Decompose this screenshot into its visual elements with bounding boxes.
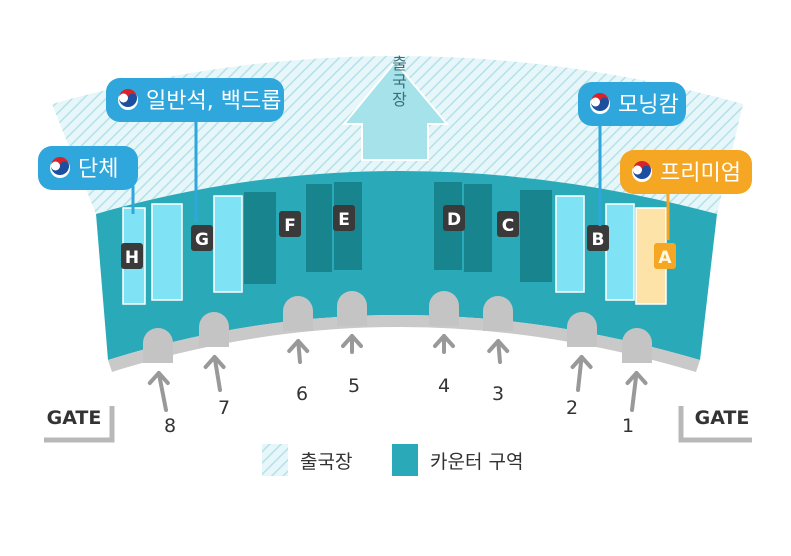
legend-swatch-departure <box>262 444 288 476</box>
callout-label: 단체 <box>78 157 118 182</box>
zone-tag-label: A <box>658 248 672 268</box>
counter-desk <box>464 184 492 272</box>
zone-tag-a: A <box>654 243 676 269</box>
gate-bump <box>337 291 367 326</box>
zone-tag-label: C <box>502 216 514 236</box>
zone-tag-label: D <box>447 210 461 230</box>
gate-number: 5 <box>348 375 360 397</box>
gate-arrow-icon <box>203 355 226 392</box>
gate-arrow-group: 8 7 6 5 4 3 2 1 <box>147 334 648 437</box>
counter-desk <box>555 195 585 293</box>
callout-a: 프리미엄 <box>620 150 752 240</box>
callout-label: 일반석, 백드롭 <box>146 89 281 114</box>
zone-tag-label: E <box>338 210 350 230</box>
gate-bump <box>429 291 459 326</box>
callout-h: 단체 <box>38 146 138 214</box>
gate-arrow-icon <box>625 371 648 412</box>
zone-tag-g: G <box>191 225 213 251</box>
gate-bump <box>283 296 313 331</box>
gate-arrow-icon <box>341 334 363 354</box>
zone-tag-h: H <box>121 243 143 269</box>
counter-desk <box>151 203 183 301</box>
korean-air-taeguk-icon <box>118 89 138 110</box>
gate-arrow-icon <box>487 339 510 364</box>
zone-tag-label: G <box>195 230 209 250</box>
zone-tag-e: E <box>333 205 355 231</box>
gate-bump <box>199 312 229 347</box>
gate-arrow-icon <box>570 355 593 392</box>
zone-tag-group: H G F E D C B A <box>121 205 676 269</box>
zone-tag-label: B <box>592 230 605 250</box>
zone-tag-c: C <box>497 211 519 237</box>
legend: 출국장 카운터 구역 <box>262 444 523 476</box>
legend-label-departure: 출국장 <box>300 451 352 473</box>
counter-desk <box>213 195 243 293</box>
gate-number: 3 <box>492 383 504 405</box>
gate-number: 4 <box>438 375 450 397</box>
callout-label: 모닝캄 <box>618 93 679 118</box>
gate-arrow-icon <box>433 334 455 354</box>
zone-tag-d: D <box>443 205 465 231</box>
gate-arrow-icon <box>287 339 310 364</box>
gate-number: 7 <box>218 397 230 419</box>
legend-swatch-counter <box>392 444 418 476</box>
zone-tag-b: B <box>587 225 609 251</box>
zone-tag-label: F <box>284 216 296 236</box>
gate-bump <box>483 296 513 331</box>
korean-air-taeguk-icon <box>590 93 610 114</box>
counter-desk <box>244 192 276 284</box>
counter-desk <box>306 184 332 272</box>
departure-hall-arrow <box>341 60 450 161</box>
korean-air-taeguk-icon <box>50 157 70 178</box>
gate-number: 8 <box>164 415 176 437</box>
zone-tag-f: F <box>279 211 301 237</box>
counter-desk <box>605 203 635 301</box>
callout-label: 프리미엄 <box>660 161 741 186</box>
gate-marker-left-label: GATE <box>47 407 102 429</box>
departure-hall-label: 출국장 <box>389 55 408 109</box>
counter-zone-base <box>108 315 700 372</box>
gate-bump <box>622 328 652 363</box>
korean-air-taeguk-icon <box>632 161 652 182</box>
legend-label-counter: 카운터 구역 <box>430 451 523 473</box>
gate-bump <box>143 328 173 363</box>
gate-marker-right: GATE <box>678 406 752 443</box>
gate-bump-group <box>143 291 652 363</box>
gate-number: 1 <box>622 415 634 437</box>
gate-arrow-icon <box>147 371 170 412</box>
gate-number: 2 <box>566 397 578 419</box>
zone-tag-label: H <box>125 248 139 268</box>
callout-b: 모닝캄 <box>578 82 686 226</box>
gate-bump <box>567 312 597 347</box>
callout-g: 일반석, 백드롭 <box>106 78 284 222</box>
gate-number: 6 <box>296 383 308 405</box>
gate-marker-right-label: GATE <box>695 407 750 429</box>
counter-desk <box>520 190 552 282</box>
gate-marker-left: GATE <box>44 406 115 443</box>
